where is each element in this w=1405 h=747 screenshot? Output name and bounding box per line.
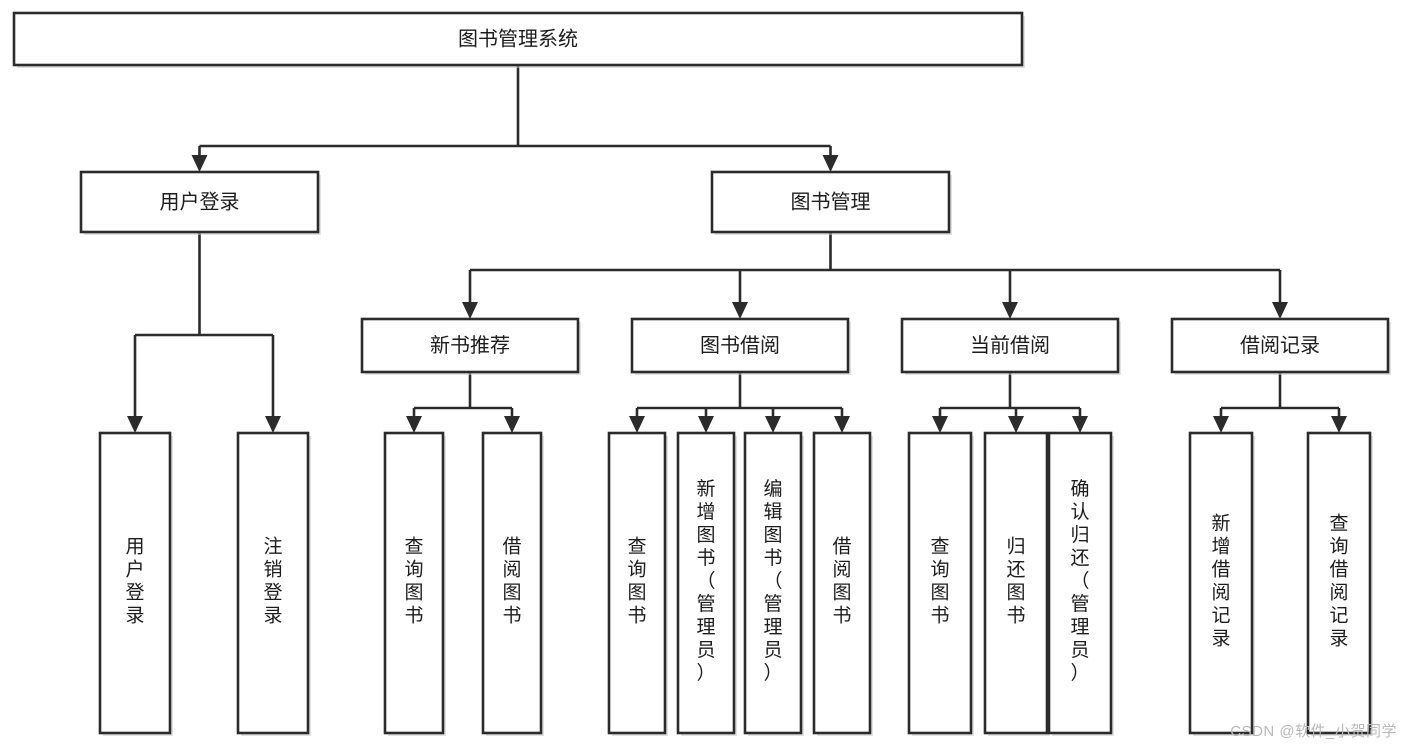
node-rect[interactable] [1047, 431, 1113, 735]
node-rect[interactable] [1170, 317, 1390, 374]
node-add-book[interactable]: 新增图书（管理员） [676, 431, 737, 736]
node-label: 查询图书 [404, 536, 423, 627]
node-edit-book[interactable]: 编辑图书（管理员） [743, 431, 804, 736]
node-borrow-book-2[interactable]: 借阅图书 [812, 431, 873, 736]
arrow-head-icon [462, 302, 478, 319]
node-query-book-3[interactable]: 查询图书 [907, 431, 974, 736]
node-label: 图书管理 [791, 190, 871, 213]
arrow-head-icon [732, 302, 748, 319]
arrow-head-icon [1002, 302, 1018, 319]
node-confirm-return[interactable]: 确认归还（管理员） [1047, 431, 1114, 736]
arrow-head-icon [698, 416, 714, 433]
node-label: 编辑图书（管理员） [763, 478, 782, 684]
node-rect[interactable] [12, 11, 1024, 67]
arrow-head-icon [834, 416, 850, 433]
node-rect[interactable] [236, 431, 310, 735]
node-label: 新增借阅记录 [1211, 513, 1230, 650]
node-rect[interactable] [79, 170, 320, 234]
arrow-head-icon [765, 416, 781, 433]
node-label: 确认归还（管理员） [1070, 478, 1089, 684]
node-book-manage[interactable]: 图书管理 [710, 170, 952, 235]
node-query-book-1[interactable]: 查询图书 [383, 431, 446, 736]
node-rect[interactable] [607, 431, 667, 735]
arrow-head-icon [822, 155, 839, 172]
arrow-head-icon [127, 416, 143, 433]
node-label: 借阅图书 [832, 536, 851, 627]
node-label: 查询图书 [930, 536, 949, 627]
arrow-head-icon [1072, 416, 1088, 433]
node-book-borrow[interactable]: 图书借阅 [630, 317, 851, 375]
node-current-borrow[interactable]: 当前借阅 [900, 317, 1121, 375]
csdn-watermark: CSDN @软件_小贺同学 [1230, 723, 1397, 740]
node-user-logout[interactable]: 注销登录 [236, 431, 311, 736]
arrow-head-icon [504, 416, 520, 433]
node-label: 借阅记录 [1240, 334, 1320, 357]
node-label: 用户登录 [160, 190, 240, 213]
arrow-head-icon [932, 416, 948, 433]
node-borrow-book-1[interactable]: 借阅图书 [481, 431, 544, 736]
node-rect[interactable] [630, 317, 850, 374]
node-label: 查询图书 [627, 536, 646, 627]
node-label: 查询借阅记录 [1329, 513, 1348, 650]
connectors-layer [127, 65, 1347, 433]
node-user-login-do[interactable]: 用户登录 [98, 431, 173, 736]
arrow-head-icon [265, 416, 281, 433]
arrow-head-icon [406, 416, 422, 433]
arrow-head-icon [1331, 416, 1347, 433]
node-borrow-record[interactable]: 借阅记录 [1170, 317, 1391, 375]
node-rect[interactable] [98, 431, 172, 735]
node-return-book[interactable]: 归还图书 [983, 431, 1050, 736]
nodes-layer: 图书管理系统用户登录用户登录注销登录图书管理新书推荐查询图书借阅图书图书借阅查询… [12, 11, 1391, 736]
node-label: 新增图书（管理员） [696, 478, 715, 684]
arrow-head-icon [1213, 416, 1229, 433]
node-rect[interactable] [743, 431, 803, 735]
node-label: 借阅图书 [502, 536, 521, 627]
node-rect[interactable] [1188, 431, 1254, 735]
node-label: 用户登录 [125, 537, 144, 627]
node-label: 当前借阅 [970, 334, 1050, 357]
node-label: 新书推荐 [430, 334, 510, 357]
node-add-borrow-record[interactable]: 新增借阅记录 [1188, 431, 1255, 736]
arrow-head-icon [629, 416, 645, 433]
node-rect[interactable] [812, 431, 872, 735]
node-rect[interactable] [907, 431, 973, 735]
node-label: 归还图书 [1006, 536, 1025, 627]
node-query-book-2[interactable]: 查询图书 [607, 431, 668, 736]
node-rect[interactable] [900, 317, 1120, 374]
node-new-book-recommend[interactable]: 新书推荐 [360, 317, 581, 375]
node-query-borrow-record[interactable]: 查询借阅记录 [1306, 431, 1373, 736]
arrow-head-icon [1272, 302, 1288, 319]
node-rect[interactable] [360, 317, 580, 374]
node-rect[interactable] [1306, 431, 1372, 735]
arrow-head-icon [1008, 416, 1024, 433]
node-rect[interactable] [983, 431, 1049, 735]
arrow-head-icon [191, 155, 208, 172]
node-rect[interactable] [383, 431, 445, 735]
node-rect[interactable] [710, 170, 951, 234]
node-root[interactable]: 图书管理系统 [12, 11, 1025, 68]
node-rect[interactable] [676, 431, 736, 735]
node-label: 图书借阅 [700, 334, 780, 357]
node-label: 注销登录 [263, 536, 282, 627]
node-user-login[interactable]: 用户登录 [79, 170, 321, 235]
node-label: 图书管理系统 [458, 27, 578, 50]
node-rect[interactable] [481, 431, 543, 735]
